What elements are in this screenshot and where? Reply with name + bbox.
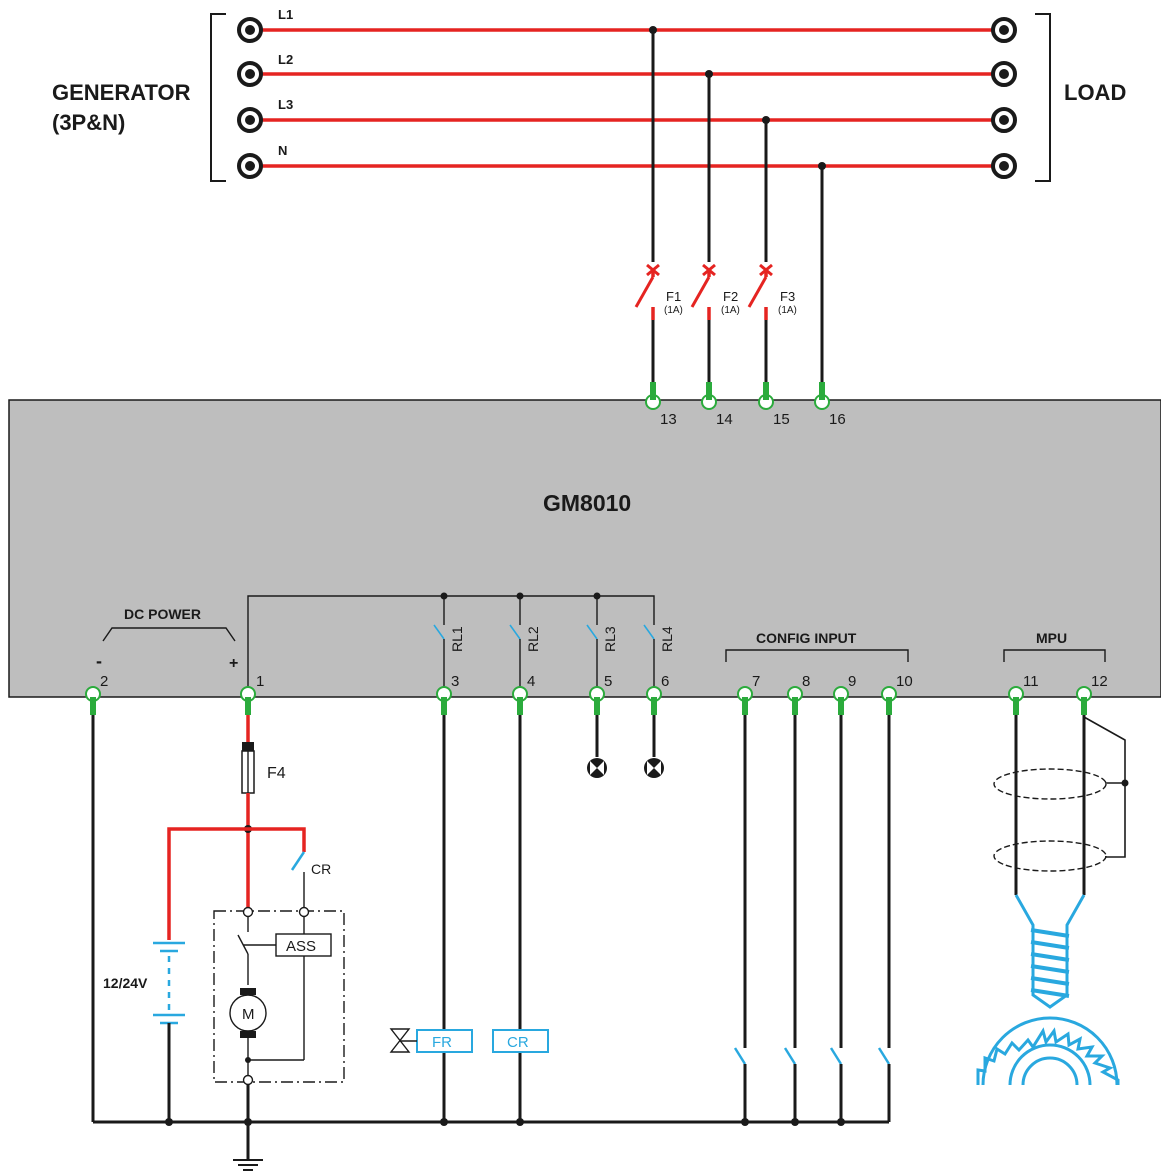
- battery: 12/24V: [103, 941, 185, 1122]
- group-brackets: DC POWER - + CONFIG INPUT MPU: [96, 606, 1106, 672]
- mpu-label: MPU: [1036, 630, 1067, 646]
- terminal-15: [758, 382, 774, 410]
- phase-label-l3: L3: [278, 97, 293, 112]
- terminal-4-label: 4: [527, 673, 535, 690]
- relay-outputs: RL1 RL2 RL3 RL4: [247, 592, 675, 690]
- fuse-f3-rating: (1A): [778, 305, 797, 316]
- generator-terminals: [237, 17, 263, 179]
- terminal-14: [701, 382, 717, 410]
- ac-bus: L1 L2 L3 N GENERATOR (3P&N) LOAD: [52, 7, 1126, 182]
- minus-sign: -: [96, 651, 102, 671]
- relay-rl4-label: RL4: [659, 626, 675, 652]
- config-input-label: CONFIG INPUT: [756, 630, 857, 646]
- cr-output-label: CR: [507, 1034, 529, 1051]
- cr-contact-label: CR: [311, 861, 331, 877]
- terminal-5: [589, 686, 605, 715]
- bottom-terminals: 2 1 3 4 5 6 7 8 9 10 11 12: [85, 673, 1108, 715]
- voltage-sense: F1 (1A) F2 (1A) F3 (1A): [634, 26, 826, 395]
- config-input-switches: [733, 715, 891, 1122]
- external-wiring: F4 CR ASS M: [91, 715, 1129, 1171]
- terminal-15-label: 15: [773, 411, 790, 428]
- fuse-f4: F4: [241, 742, 286, 794]
- lamp-6-icon: [644, 758, 664, 778]
- terminal-4: [512, 686, 528, 715]
- mpu-sensor: [976, 715, 1129, 1086]
- terminal-8-label: 8: [802, 673, 810, 690]
- ground-symbol: [233, 1159, 263, 1171]
- fuse-f2-label: F2: [723, 289, 738, 304]
- terminal-2: [85, 686, 101, 715]
- terminal-8: [787, 686, 803, 715]
- fuse-f2-rating: (1A): [721, 305, 740, 316]
- fuse-f3-label: F3: [780, 289, 795, 304]
- terminal-13: [645, 382, 661, 410]
- lamp-5-icon: [587, 758, 607, 778]
- fuel-relay-fr: FR: [389, 1028, 473, 1053]
- terminal-7: [737, 686, 753, 715]
- relay-rl1-label: RL1: [449, 626, 465, 652]
- motor-label: M: [242, 1006, 255, 1023]
- fuse-f1-rating: (1A): [664, 305, 683, 316]
- relay-rl3-label: RL3: [602, 626, 618, 652]
- terminal-12-label: 12: [1091, 673, 1108, 690]
- terminal-9-label: 9: [848, 673, 856, 690]
- terminal-16-label: 16: [829, 411, 846, 428]
- fuse-f4-label: F4: [267, 765, 286, 782]
- terminal-12: [1076, 686, 1092, 715]
- plus-sign: +: [229, 655, 238, 672]
- load-label: LOAD: [1064, 80, 1126, 105]
- terminal-6: [646, 686, 662, 715]
- flywheel-gear-icon: [976, 1016, 1120, 1086]
- bus-junctions: [165, 1118, 845, 1126]
- terminal-10-label: 10: [896, 673, 913, 690]
- phase-label-n: N: [278, 143, 287, 158]
- generator-sublabel: (3P&N): [52, 110, 125, 135]
- ass-label: ASS: [286, 938, 316, 955]
- load-terminals: [991, 17, 1017, 179]
- terminal-13-label: 13: [660, 411, 677, 428]
- starter-motor-assembly: ASS M: [213, 906, 345, 1086]
- terminal-3-label: 3: [451, 673, 459, 690]
- controller-body: [8, 399, 1161, 698]
- terminal-11-label: 11: [1023, 673, 1039, 690]
- terminal-11: [1008, 686, 1024, 715]
- terminal-1: [240, 686, 256, 715]
- terminal-16: [814, 382, 830, 410]
- fr-label: FR: [432, 1034, 452, 1051]
- terminal-3: [436, 686, 452, 715]
- terminal-14-label: 14: [716, 411, 733, 428]
- terminal-1-label: 1: [256, 673, 264, 690]
- terminal-7-label: 7: [752, 673, 760, 690]
- terminal-2-label: 2: [100, 673, 108, 690]
- phase-label-l1: L1: [278, 7, 293, 22]
- phase-label-l2: L2: [278, 52, 293, 67]
- top-terminals: 13 14 15 16: [645, 382, 846, 428]
- dc-power-label: DC POWER: [124, 606, 201, 622]
- terminal-9: [833, 686, 849, 715]
- relay-rl2-label: RL2: [525, 626, 541, 652]
- fuse-f1-label: F1: [666, 289, 681, 304]
- terminal-5-label: 5: [604, 673, 612, 690]
- terminal-6-label: 6: [661, 673, 669, 690]
- terminal-10: [881, 686, 897, 715]
- controller-model: GM8010: [543, 490, 631, 516]
- battery-label: 12/24V: [103, 975, 148, 991]
- crank-relay-cr: CR: [492, 1029, 549, 1053]
- generator-label: GENERATOR: [52, 80, 191, 105]
